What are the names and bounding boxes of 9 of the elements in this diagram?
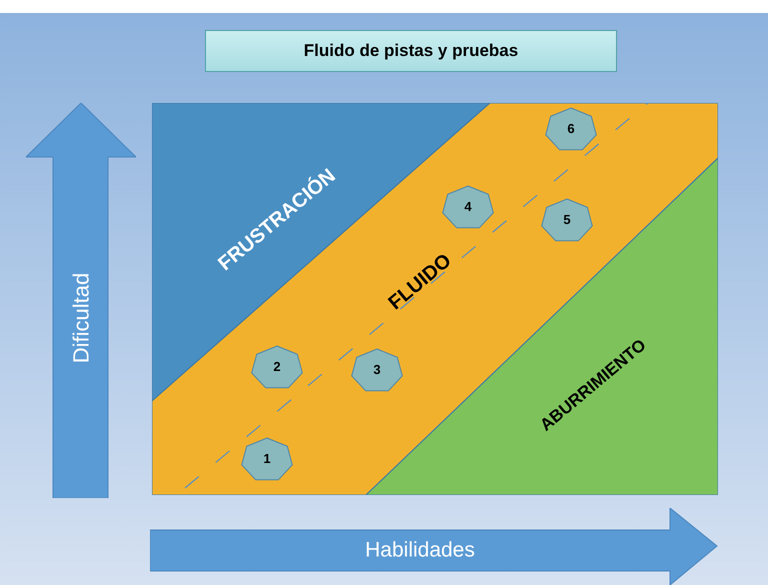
step-number: 6 bbox=[567, 120, 575, 138]
axis-label: Habilidades bbox=[365, 537, 475, 564]
step-number: 4 bbox=[464, 198, 472, 216]
axis-label: Dificultad bbox=[68, 272, 94, 364]
step-number: 1 bbox=[263, 450, 271, 468]
step-number: 2 bbox=[273, 358, 281, 376]
step-number: 5 bbox=[563, 211, 571, 230]
title-banner: Fluido de pistas y pruebas bbox=[205, 30, 617, 72]
step-number: 3 bbox=[373, 361, 381, 380]
